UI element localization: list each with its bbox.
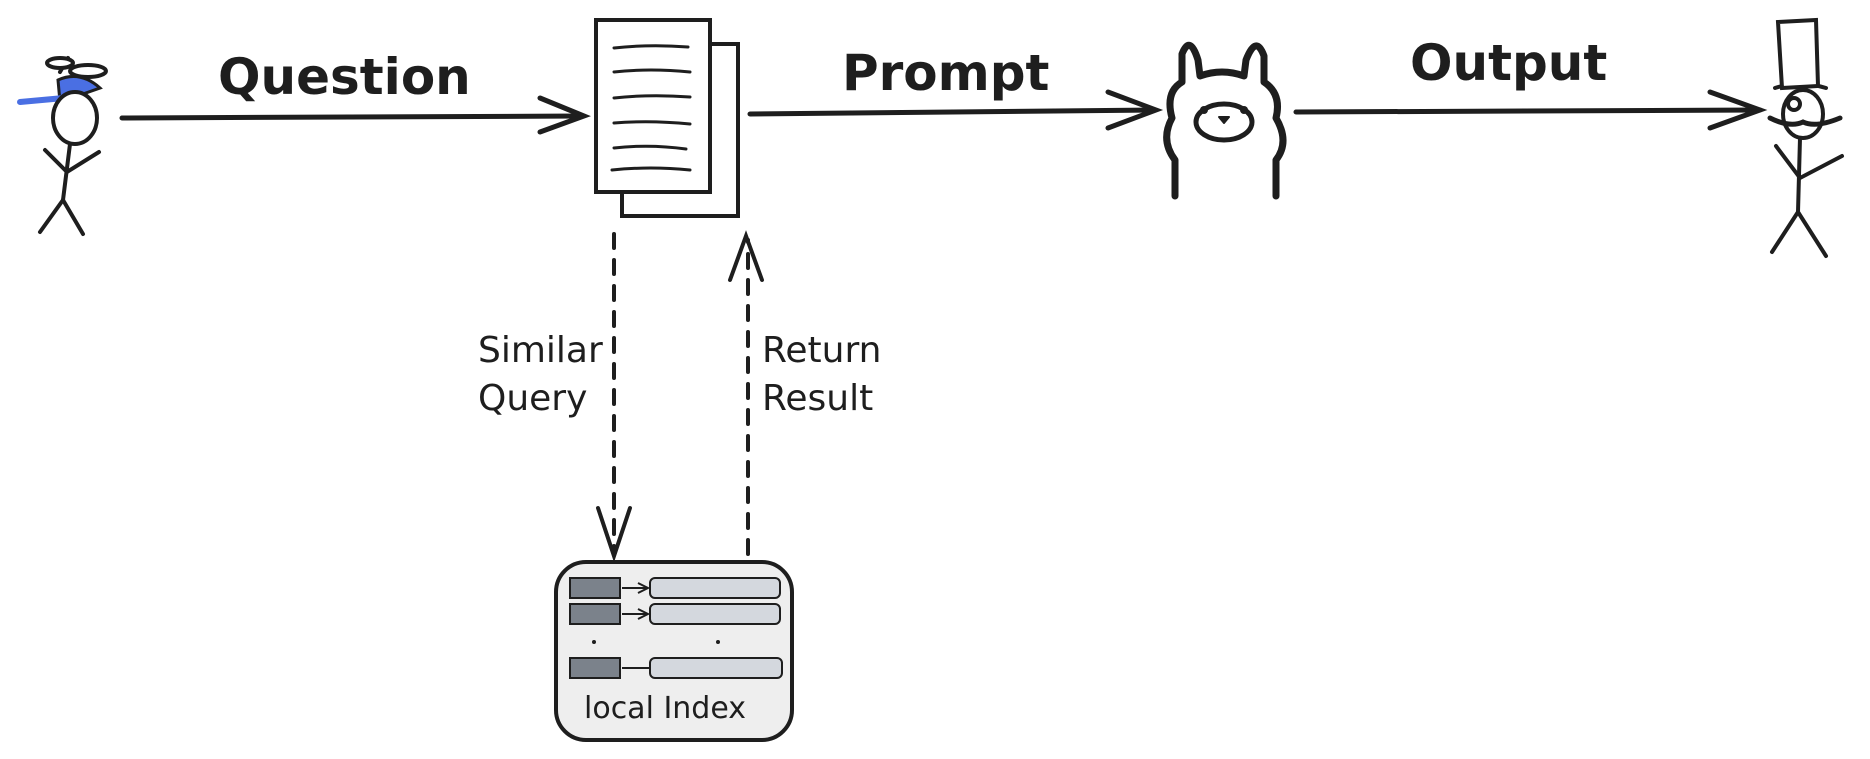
recipient-figure-icon (1767, 17, 1844, 258)
index-value-2 (649, 603, 781, 625)
local-index-label: local Index (584, 691, 746, 726)
result-label: Result (762, 378, 873, 419)
index-value-3 (649, 657, 783, 679)
similar-query-arrow (596, 232, 632, 563)
index-key-1 (569, 577, 621, 599)
prompt-label: Prompt (842, 44, 1049, 102)
similar-label: Similar (478, 330, 603, 371)
query-label: Query (478, 378, 587, 419)
index-key-3 (569, 657, 621, 679)
document-icon (594, 18, 740, 218)
output-label: Output (1410, 34, 1607, 92)
return-result-arrow (728, 230, 764, 556)
prompt-arrow (747, 89, 1164, 131)
llama-icon (1163, 41, 1287, 200)
local-index-box (554, 560, 794, 742)
user-figure-icon (17, 56, 108, 236)
question-arrow (119, 95, 591, 135)
question-label: Question (218, 48, 471, 106)
index-value-1 (649, 577, 781, 599)
output-arrow (1293, 89, 1768, 131)
index-key-2 (569, 603, 621, 625)
return-label: Return (762, 330, 881, 371)
